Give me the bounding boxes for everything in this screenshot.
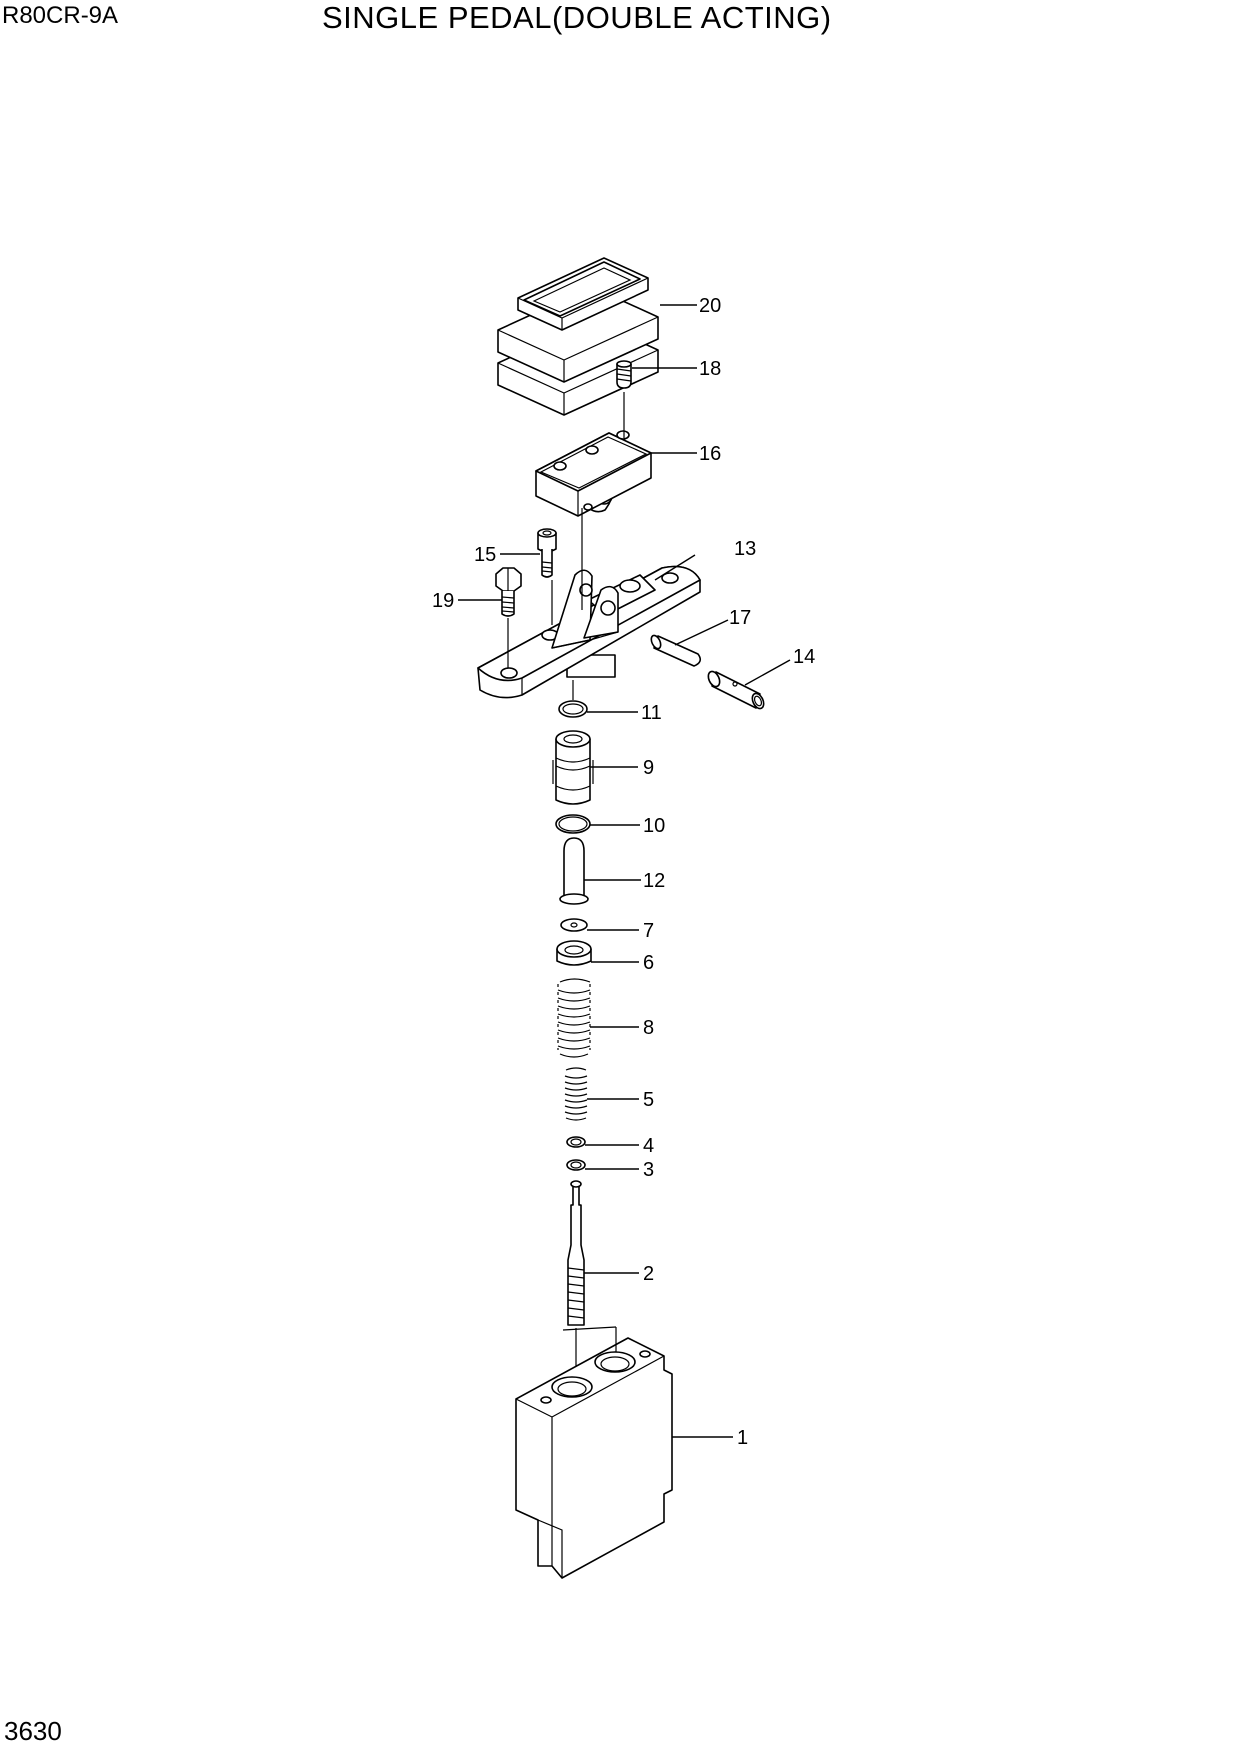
callout-labels: 20 18 16 13 15 19 17 14 11 9 10 12 7 6 8… bbox=[432, 295, 815, 1449]
part-11-o-ring bbox=[558, 700, 588, 718]
part-4-shim bbox=[566, 1136, 586, 1148]
callout-13: 13 bbox=[734, 538, 756, 560]
callout-4: 4 bbox=[643, 1135, 654, 1157]
callout-6: 6 bbox=[643, 952, 654, 974]
part-9-plug bbox=[552, 730, 594, 805]
callout-16: 16 bbox=[699, 443, 721, 465]
callout-7: 7 bbox=[643, 920, 654, 942]
leader-14 bbox=[744, 659, 791, 686]
callout-5: 5 bbox=[643, 1089, 654, 1111]
part-16-pedal-bracket bbox=[535, 430, 652, 517]
part-15-cap-screw bbox=[537, 528, 557, 578]
part-8-return-spring bbox=[557, 978, 591, 1058]
part-13-pedal-base bbox=[477, 565, 701, 699]
part-18-set-screw bbox=[616, 360, 632, 426]
assembly-lines bbox=[507, 426, 625, 1331]
callout-14: 14 bbox=[793, 646, 815, 668]
part-3-washer bbox=[566, 1159, 586, 1171]
part-2-spool bbox=[567, 1180, 585, 1384]
leader-13 bbox=[654, 554, 696, 581]
page-number: 3630 bbox=[4, 1716, 62, 1746]
callout-18: 18 bbox=[699, 358, 721, 380]
diagram-title: SINGLE PEDAL(DOUBLE ACTING) bbox=[322, 0, 832, 35]
part-5-spring bbox=[564, 1067, 588, 1121]
part-7-washer bbox=[560, 918, 588, 932]
part-10-o-ring bbox=[555, 814, 591, 834]
callout-17: 17 bbox=[729, 607, 751, 629]
part-19-hex-bolt bbox=[495, 567, 522, 617]
callout-9: 9 bbox=[643, 757, 654, 779]
leader-lines bbox=[458, 304, 791, 1438]
callout-3: 3 bbox=[643, 1159, 654, 1181]
callout-15: 15 bbox=[474, 544, 496, 566]
callout-8: 8 bbox=[643, 1017, 654, 1039]
model-code: R80CR-9A bbox=[2, 2, 119, 29]
leader-17 bbox=[674, 619, 729, 646]
part-12-push-rod bbox=[559, 837, 589, 905]
part-1-casing bbox=[515, 1327, 673, 1579]
callout-19: 19 bbox=[432, 590, 454, 612]
callout-12: 12 bbox=[643, 870, 665, 892]
callout-1: 1 bbox=[737, 1427, 748, 1449]
part-20-pedal-pad bbox=[497, 257, 659, 416]
callout-11: 11 bbox=[641, 702, 662, 724]
part-17-pin bbox=[650, 634, 702, 667]
callout-10: 10 bbox=[643, 815, 665, 837]
part-14-bushing bbox=[707, 670, 765, 710]
callout-2: 2 bbox=[643, 1263, 654, 1285]
part-6-spring-seat bbox=[556, 940, 592, 966]
callout-20: 20 bbox=[699, 295, 721, 317]
